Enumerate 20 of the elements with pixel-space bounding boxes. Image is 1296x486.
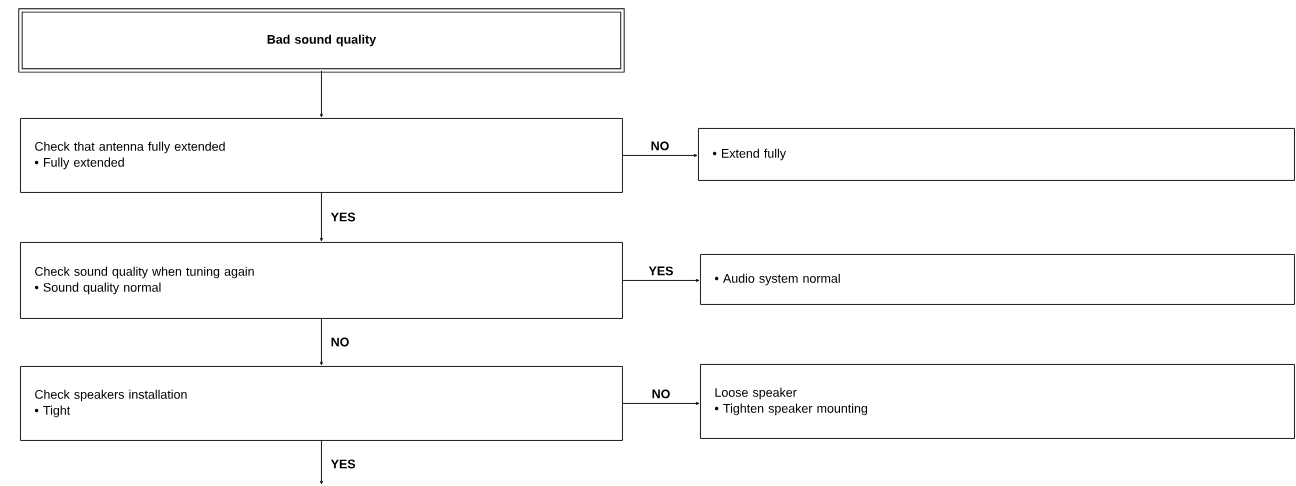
arrow (622, 402, 700, 405)
arrow (320, 440, 323, 485)
edge-label: NO (649, 140, 671, 152)
title-box: Bad sound quality (18, 8, 625, 73)
step-box: Check that antenna fully extended • Fully extended (20, 118, 623, 193)
edge-label: YES (329, 211, 358, 223)
edge-label: YES (647, 265, 675, 277)
result-box: • Audio system normal (700, 254, 1295, 305)
arrow (622, 154, 698, 157)
edge-label: YES (329, 458, 358, 470)
arrow (320, 70, 323, 118)
result-box: • Extend fully (698, 128, 1295, 181)
edge-label: NO (329, 336, 351, 348)
result-box: Loose speaker • Tighten speaker mounting (700, 364, 1295, 439)
step-box: Check speakers installation • Tight (20, 366, 623, 441)
arrow (320, 192, 323, 242)
arrow (622, 279, 700, 282)
arrow (320, 318, 323, 366)
step-box: Check sound quality when tuning again • Sound quality normal (20, 242, 623, 319)
edge-label: NO (650, 388, 672, 400)
